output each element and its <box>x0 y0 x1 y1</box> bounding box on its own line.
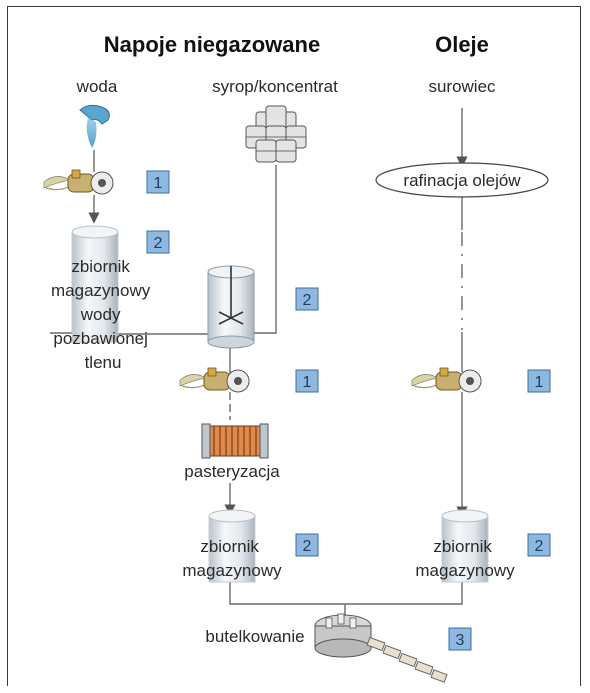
water-tank-icon <box>71 225 119 343</box>
label-storage-tank-drinks: zbiornik magazynowy <box>182 537 282 580</box>
label-bottling: butelkowanie <box>205 627 304 646</box>
refining-oval <box>375 162 549 198</box>
mixer-tank-icon <box>207 265 255 349</box>
flow-line-join <box>229 582 463 605</box>
svg-text:2: 2 <box>535 538 544 555</box>
label-water-tank: zbiornik magazynowy wody pozbawionej tle… <box>51 257 155 372</box>
svg-text:1: 1 <box>154 175 163 192</box>
badge-sensor-oil: 1 <box>527 369 551 393</box>
title-oils: Oleje <box>435 32 489 57</box>
label-pasteurization: pasteryzacja <box>184 462 280 481</box>
svg-text:1: 1 <box>303 374 312 391</box>
flow-sensor-icon <box>411 367 482 393</box>
bottling-machine-icon <box>314 613 448 683</box>
water-tap-icon <box>79 104 110 148</box>
flow-sensor-icon <box>43 169 114 195</box>
badge-tank-water: 2 <box>146 230 170 254</box>
flow-line-syrup-to-mixer <box>248 165 277 334</box>
storage-tank-icon <box>208 509 256 583</box>
badge-tank-mid: 2 <box>295 533 319 557</box>
label-raw-material: surowiec <box>428 77 496 96</box>
label-syrup: syrop/koncentrat <box>212 77 338 96</box>
label-refining: rafinacja olejów <box>403 171 521 190</box>
svg-text:3: 3 <box>456 632 465 649</box>
svg-text:2: 2 <box>303 292 312 309</box>
badge-sensor-water: 1 <box>146 170 170 194</box>
svg-text:2: 2 <box>154 235 163 252</box>
badge-sensor-mid: 1 <box>295 369 319 393</box>
flow-sensor-icon <box>179 367 250 393</box>
pasteurizer-icon <box>201 423 269 459</box>
syrup-drums-icon <box>245 105 307 163</box>
svg-text:1: 1 <box>535 374 544 391</box>
badge-bottling: 3 <box>448 627 472 651</box>
label-storage-tank-oils: zbiornik magazynowy <box>415 537 515 580</box>
title-still-drinks: Napoje niegazowane <box>104 32 320 57</box>
label-water: woda <box>76 77 118 96</box>
svg-text:2: 2 <box>303 538 312 555</box>
storage-tank-icon <box>441 509 489 583</box>
badge-tank-oil: 2 <box>527 533 551 557</box>
badge-mixer: 2 <box>295 287 319 311</box>
